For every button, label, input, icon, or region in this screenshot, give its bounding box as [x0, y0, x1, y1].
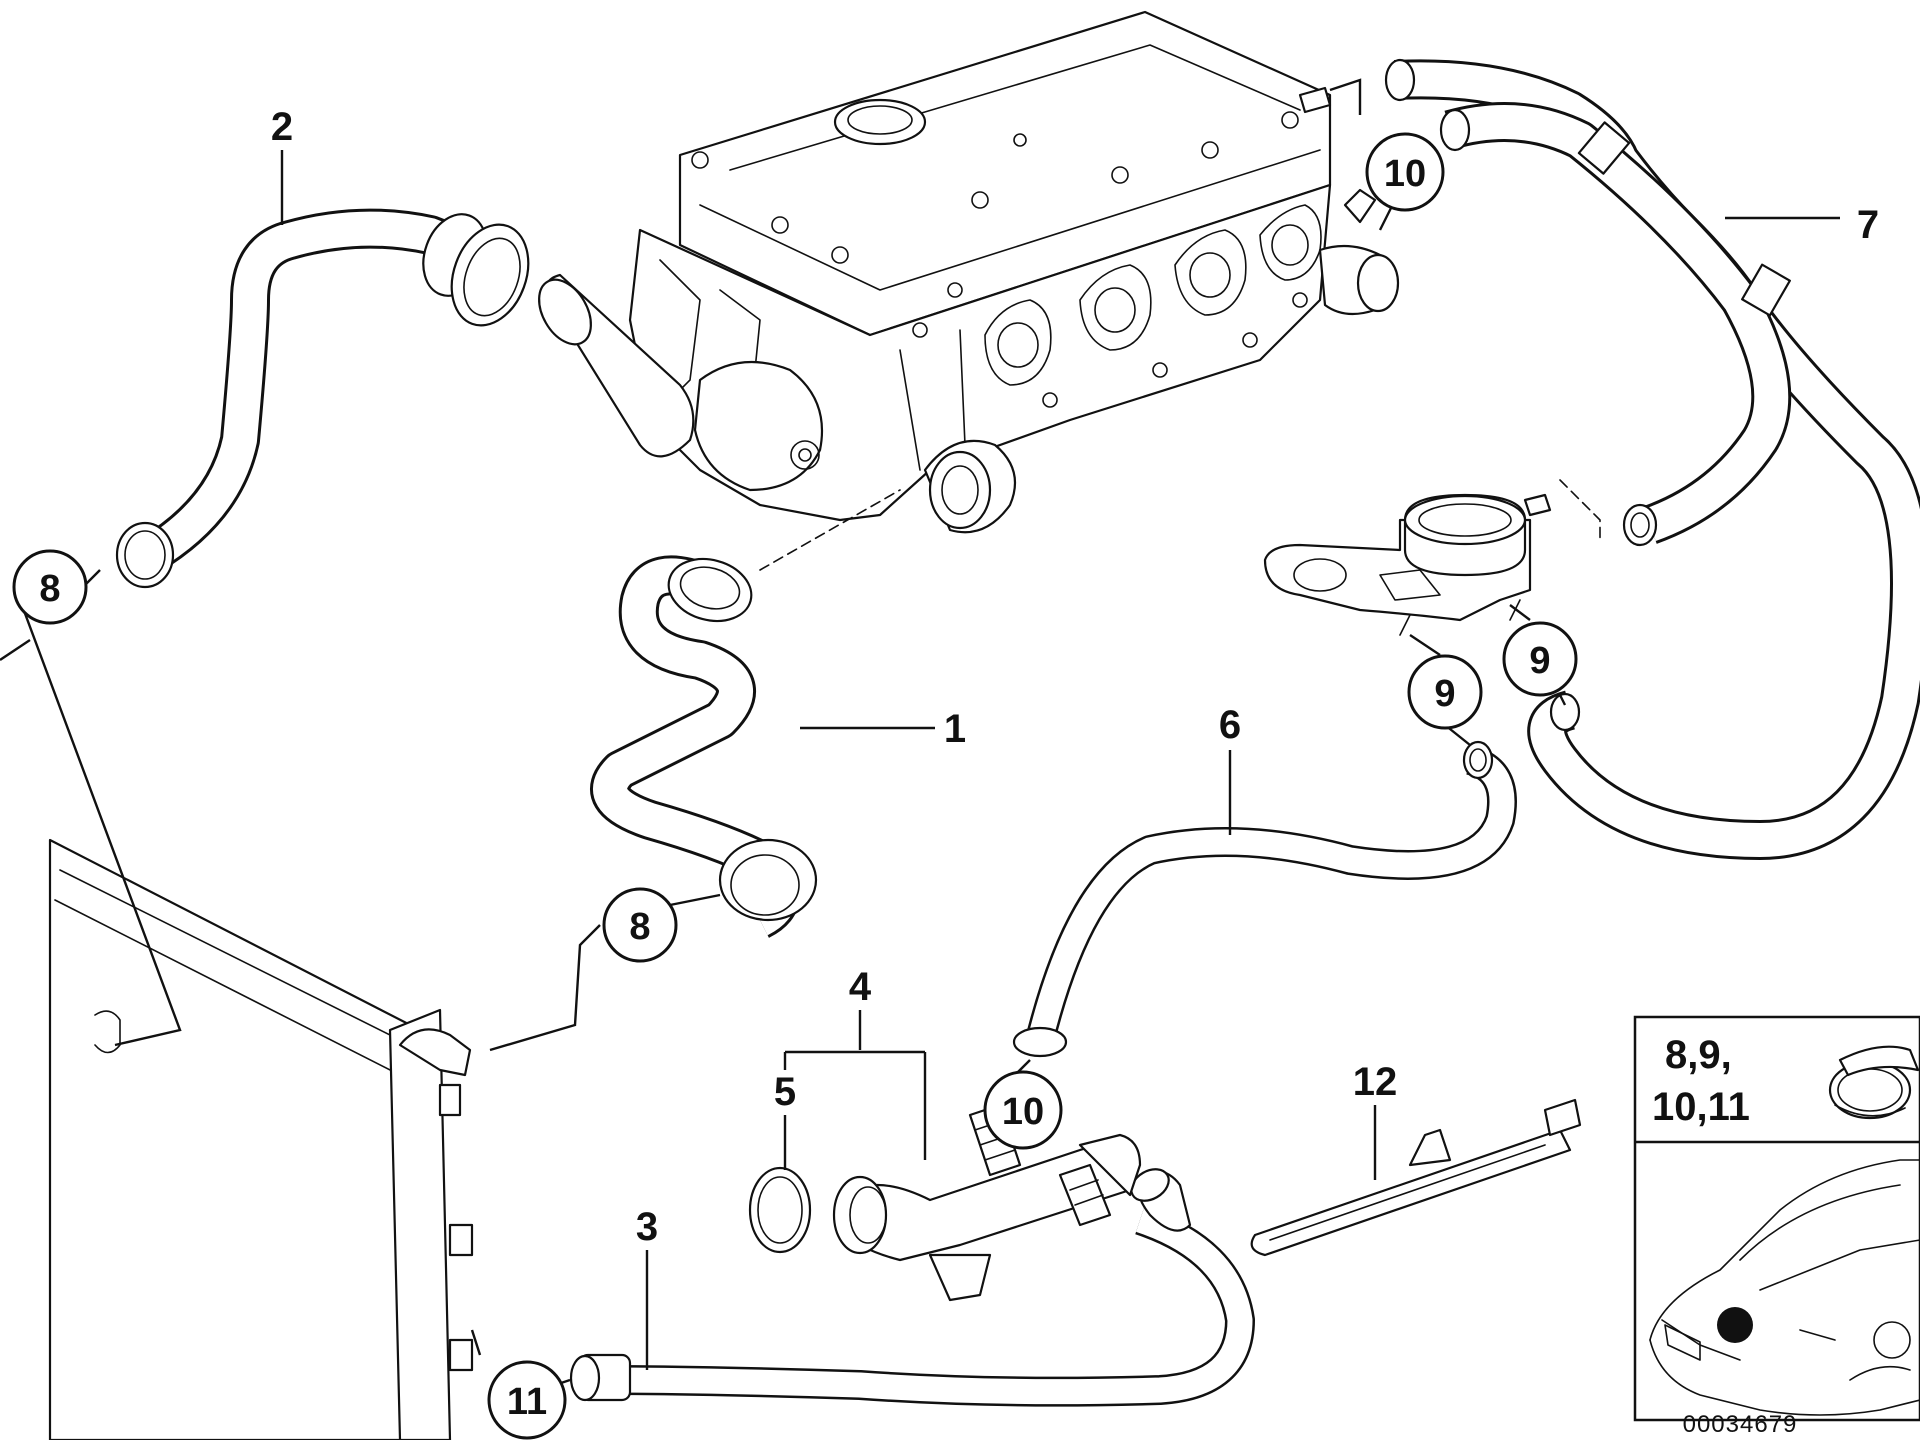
diagram-reference-number: 00034679	[1683, 1411, 1798, 1438]
callout-clamp-9-right: 9	[1502, 621, 1578, 697]
svg-text:9: 9	[1529, 640, 1550, 682]
svg-text:9: 9	[1434, 673, 1455, 715]
label-part-12: 12	[1353, 1060, 1398, 1104]
radiator	[48, 838, 474, 1440]
part-labels: 2 1 7 6 4 5 3 12	[271, 105, 1879, 1249]
leader-lines	[0, 78, 1840, 1387]
svg-text:8: 8	[39, 568, 60, 610]
thermostat-flange	[1263, 493, 1552, 636]
svg-text:10: 10	[1384, 153, 1426, 195]
label-part-5: 5	[774, 1070, 796, 1114]
callout-clamp-8-lower: 8	[602, 887, 678, 963]
callout-clamp-10-bottom: 10	[983, 1070, 1063, 1150]
svg-text:8: 8	[629, 906, 650, 948]
o-ring-5	[748, 1166, 812, 1254]
label-part-1: 1	[944, 707, 966, 751]
hose-6	[1012, 740, 1517, 1058]
callout-clamp-11: 11	[487, 1360, 567, 1440]
inset-panel: 8,9, 10,11	[1633, 1015, 1920, 1422]
pipe-4	[832, 1103, 1142, 1302]
callout-clamp-9-left: 9	[1407, 654, 1483, 730]
hose-2	[115, 208, 530, 589]
car-location-icon	[1649, 1159, 1920, 1416]
label-part-2: 2	[271, 105, 293, 149]
location-marker	[1717, 1307, 1753, 1343]
label-part-4: 4	[849, 965, 872, 1009]
hose-clamp-icon	[1828, 1045, 1920, 1120]
label-part-6: 6	[1219, 703, 1241, 747]
callout-clamp-10-top: 10	[1365, 132, 1445, 212]
hose-3	[569, 1168, 1255, 1407]
svg-text:10: 10	[1002, 1091, 1044, 1133]
inset-label-line1: 8,9,	[1665, 1033, 1732, 1077]
svg-text:11: 11	[507, 1381, 547, 1423]
hose-1	[590, 555, 818, 938]
label-part-3: 3	[636, 1205, 658, 1249]
cylinder-head	[538, 10, 1400, 534]
label-part-7: 7	[1857, 203, 1879, 247]
cable-tie-12	[1250, 1098, 1582, 1257]
callout-clamp-8-left: 8	[12, 549, 88, 625]
hose-7	[1384, 58, 1920, 860]
inset-label-line2: 10,11	[1652, 1085, 1750, 1129]
